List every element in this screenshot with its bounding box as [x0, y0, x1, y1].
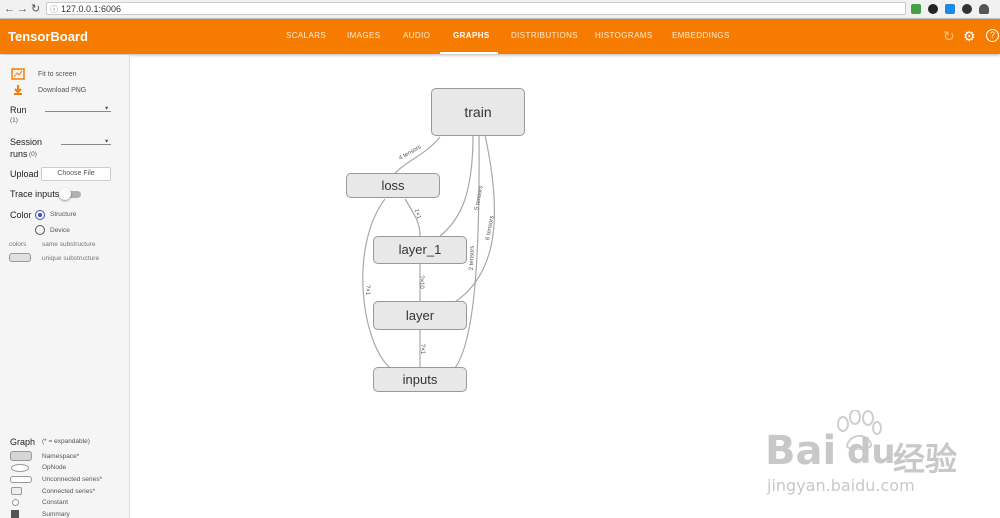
watermark-brand: Bai	[765, 428, 837, 474]
namespace-legend-icon	[10, 451, 32, 461]
edge-loss-layer1	[404, 198, 421, 237]
download-png-button[interactable]: Download PNG	[38, 87, 87, 94]
circle-extension-icon[interactable]	[928, 4, 938, 14]
address-bar[interactable]: ⓘ 127.0.0.1:6006	[46, 2, 906, 15]
edge-loss-inputs	[362, 198, 391, 369]
sidebar: Fit to screen Download PNG Run (1) ▾ Ses…	[0, 55, 130, 518]
legend-connected-series: Connected series*	[42, 488, 96, 495]
summary-legend-icon	[11, 510, 19, 518]
tab-embeddings[interactable]: EMBEDDINGS	[672, 31, 730, 40]
legend-unconnected-series: Unconnected series*	[42, 476, 102, 483]
download-icon[interactable]	[12, 84, 24, 96]
chevron-down-icon[interactable]: ▾	[105, 138, 109, 145]
radio-device[interactable]	[35, 225, 45, 235]
same-substructure-label: same substructure	[42, 241, 96, 248]
edge-label-loss-inputs: ?×1	[364, 284, 371, 296]
app-header: TensorBoard SCALARS IMAGES AUDIO GRAPHS …	[0, 19, 1000, 54]
tab-scalars[interactable]: SCALARS	[286, 31, 327, 40]
help-icon[interactable]: ?	[986, 29, 999, 42]
node-train[interactable]: train	[431, 88, 525, 136]
dark-extension-icon[interactable]	[962, 4, 972, 14]
toggle-knob[interactable]	[59, 188, 71, 200]
site-info-icon[interactable]: ⓘ	[50, 5, 58, 14]
structure-option-label: Structure	[50, 211, 77, 218]
fit-to-screen-button[interactable]: Fit to screen	[38, 71, 77, 78]
tab-graphs[interactable]: GRAPHS	[453, 31, 490, 40]
unique-substructure-swatch	[9, 253, 31, 262]
run-label: Run	[10, 105, 27, 115]
app-title: TensorBoard	[8, 29, 88, 44]
session-select[interactable]	[61, 144, 111, 145]
edge-label-train-inputs: 2 tensors	[468, 245, 476, 271]
unconnected-series-legend-icon	[10, 476, 32, 483]
node-layer[interactable]: layer	[373, 301, 467, 330]
graph-edges	[362, 134, 496, 369]
tab-audio[interactable]: AUDIO	[403, 31, 431, 40]
node-layer-1[interactable]: layer_1	[373, 236, 467, 264]
reload-icon[interactable]: ↻	[31, 3, 41, 15]
color-label: Color	[10, 210, 32, 220]
watermark-cn: 经验	[893, 440, 958, 478]
node-inputs[interactable]: inputs	[373, 367, 467, 392]
profile-extension-icon[interactable]	[979, 4, 989, 14]
colors-label: colors	[9, 241, 27, 248]
opnode-legend-icon	[11, 464, 29, 472]
session-runs-label-2: runs	[10, 149, 28, 159]
settings-gear-icon[interactable]: ⚙	[963, 28, 976, 44]
forward-icon[interactable]: →	[17, 3, 28, 15]
session-count: (0)	[29, 151, 37, 158]
tab-histograms[interactable]: HISTOGRAMS	[595, 31, 653, 40]
blue-extension-icon[interactable]	[945, 4, 955, 14]
url-text: 127.0.0.1:6006	[61, 4, 122, 14]
device-option-label: Device	[50, 227, 70, 234]
edge-train-layer1	[439, 134, 474, 237]
active-tab-indicator	[440, 52, 498, 54]
back-icon[interactable]: ←	[4, 3, 15, 15]
unique-substructure-label: unique substructure	[42, 255, 100, 262]
edge-label-layer1-layer: ?×10	[417, 275, 424, 289]
legend-constant: Constant	[42, 499, 69, 506]
trace-inputs-toggle[interactable]	[61, 191, 81, 198]
edge-label-layer-inputs: ?×1	[419, 343, 426, 355]
radio-structure[interactable]	[35, 210, 45, 220]
graph-canvas[interactable]: train loss layer_1 layer inputs 4 tensor…	[130, 55, 1000, 518]
legend-opnode: OpNode	[42, 464, 67, 471]
watermark-url: jingyan.baidu.com	[767, 476, 915, 495]
browser-toolbar: ← → ↻ ⓘ 127.0.0.1:6006	[0, 0, 1000, 19]
choose-file-button[interactable]: Choose File	[41, 167, 111, 181]
paw-logo-icon	[837, 410, 882, 450]
baidu-watermark: Bai du 经验 jingyan.baidu.com	[765, 410, 1000, 518]
tab-distributions[interactable]: DISTRIBUTIONS	[511, 31, 578, 40]
connected-series-legend-icon	[11, 487, 22, 495]
refresh-icon[interactable]: ↻	[943, 28, 955, 44]
session-runs-label: Session	[10, 137, 43, 147]
edge-train-inputs	[454, 134, 480, 369]
node-loss[interactable]: loss	[346, 173, 440, 198]
upload-label: Upload	[10, 169, 39, 179]
tab-images[interactable]: IMAGES	[347, 31, 381, 40]
chevron-down-icon[interactable]: ▾	[105, 105, 109, 112]
shield-extension-icon[interactable]	[911, 4, 921, 14]
legend-summary: Summary	[42, 511, 70, 518]
expandable-note: (* = expandable)	[42, 438, 90, 445]
run-select[interactable]	[45, 111, 111, 112]
fit-to-screen-icon[interactable]	[11, 68, 25, 80]
constant-legend-icon	[12, 499, 19, 506]
trace-inputs-label: Trace inputs	[10, 189, 60, 199]
watermark-brand-du: du	[847, 432, 896, 472]
run-count: (1)	[10, 117, 18, 124]
legend-namespace: Namespace*	[42, 453, 80, 460]
edge-train-layer	[454, 134, 496, 303]
edge-train-loss	[394, 136, 441, 174]
graph-legend-title: Graph	[10, 437, 36, 447]
